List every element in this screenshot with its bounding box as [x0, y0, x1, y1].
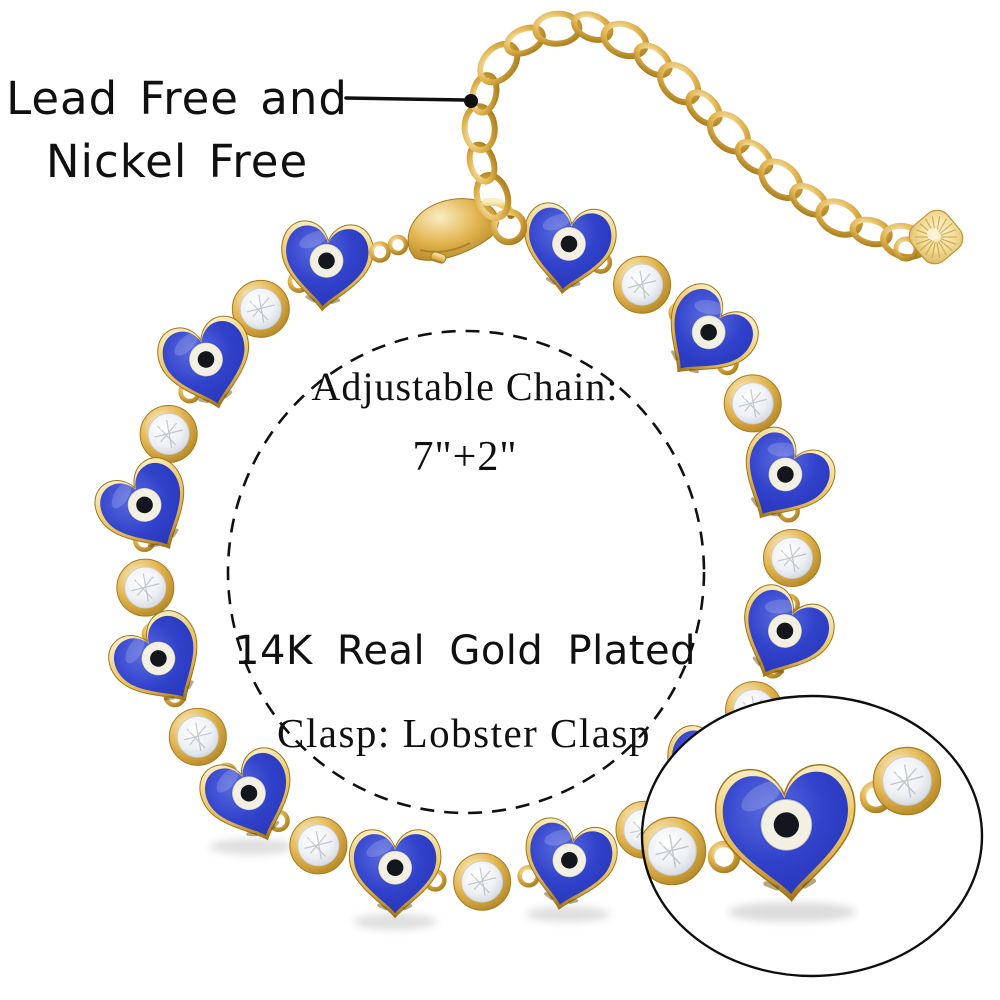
plating-note: 14K Real Gold Plated	[234, 628, 696, 674]
chain-link	[685, 89, 723, 127]
heart-charm	[720, 418, 845, 542]
callout-dot	[464, 94, 478, 108]
heart-charm	[516, 199, 621, 301]
chain-length-value: 7"+2"	[413, 434, 518, 480]
tag-highlight	[927, 228, 939, 240]
magnifier-content	[642, 746, 942, 922]
tag-sunburst-line	[940, 229, 956, 236]
charm-shadow	[209, 838, 294, 855]
heart-charm	[98, 601, 225, 726]
callout-text-line1: Lead Free and	[6, 72, 348, 125]
connector-ring	[369, 241, 391, 263]
clasp-note: Clasp: Lobster Clasp	[277, 710, 651, 756]
clasp-trigger	[430, 251, 447, 264]
magnified-cz-stone	[872, 746, 942, 816]
chain-link	[571, 11, 614, 43]
tag-sunburst-line	[931, 241, 936, 258]
tag-sunburst-line	[936, 241, 941, 258]
chain-link	[473, 172, 512, 222]
chain-link	[657, 61, 702, 106]
cz-stone	[762, 528, 822, 588]
chain-link	[815, 198, 863, 238]
clasp-seam	[419, 242, 471, 253]
cz-stone	[723, 374, 782, 433]
cz-stone	[453, 852, 512, 911]
tag-sunburst-line	[924, 241, 935, 256]
cz-stone	[116, 558, 175, 617]
cz-stone	[168, 707, 227, 766]
chain-link	[734, 138, 774, 176]
extension-chain	[461, 10, 964, 265]
chain-link	[469, 72, 500, 116]
heart-charm	[275, 218, 377, 316]
chain-link	[461, 103, 498, 154]
cz-stone	[139, 404, 198, 464]
callout-text-line2: Nickel Free	[46, 135, 308, 188]
heart-charm	[348, 829, 442, 919]
chain-link	[633, 42, 673, 79]
lobster-clasp	[369, 197, 528, 264]
tag-sunburst-line	[937, 218, 948, 233]
tag-sunburst-line	[919, 239, 933, 251]
clasp-body	[407, 198, 499, 261]
heart-charm	[721, 576, 844, 697]
tag-sunburst-line	[939, 223, 953, 235]
magnifier-detail	[640, 694, 984, 978]
charm-shadow	[526, 906, 611, 923]
callout-line	[344, 96, 466, 102]
tag-sunburst-line	[940, 238, 956, 245]
connector-ring	[707, 840, 741, 874]
connector-ring	[387, 234, 409, 256]
chain-length-label: Adjustable Chain:	[312, 364, 619, 409]
chain-link	[532, 10, 583, 47]
chain-link	[466, 141, 498, 185]
tag-sunburst-line	[937, 241, 948, 256]
charm-shadow	[728, 902, 856, 922]
cz-stone	[289, 816, 348, 875]
cz-stone	[612, 255, 672, 314]
chain-link	[600, 20, 649, 60]
chain-link	[758, 158, 804, 201]
dashed-info-circle	[226, 329, 706, 815]
chain-link	[789, 182, 829, 218]
bracelet	[85, 199, 845, 930]
chain-link	[706, 111, 751, 155]
tag-sunburst-line	[939, 239, 953, 251]
chain-link	[503, 24, 546, 57]
charm-shadow	[353, 913, 438, 930]
chain-link	[477, 40, 521, 86]
clasp-mouth-ring	[490, 208, 528, 246]
heart-charm	[513, 812, 623, 920]
tag-sunburst-line	[916, 238, 932, 245]
magnifier-outline	[640, 694, 984, 978]
chain-link	[849, 216, 893, 248]
tag-sunburst-line	[936, 216, 941, 233]
heart-charm	[85, 448, 210, 572]
